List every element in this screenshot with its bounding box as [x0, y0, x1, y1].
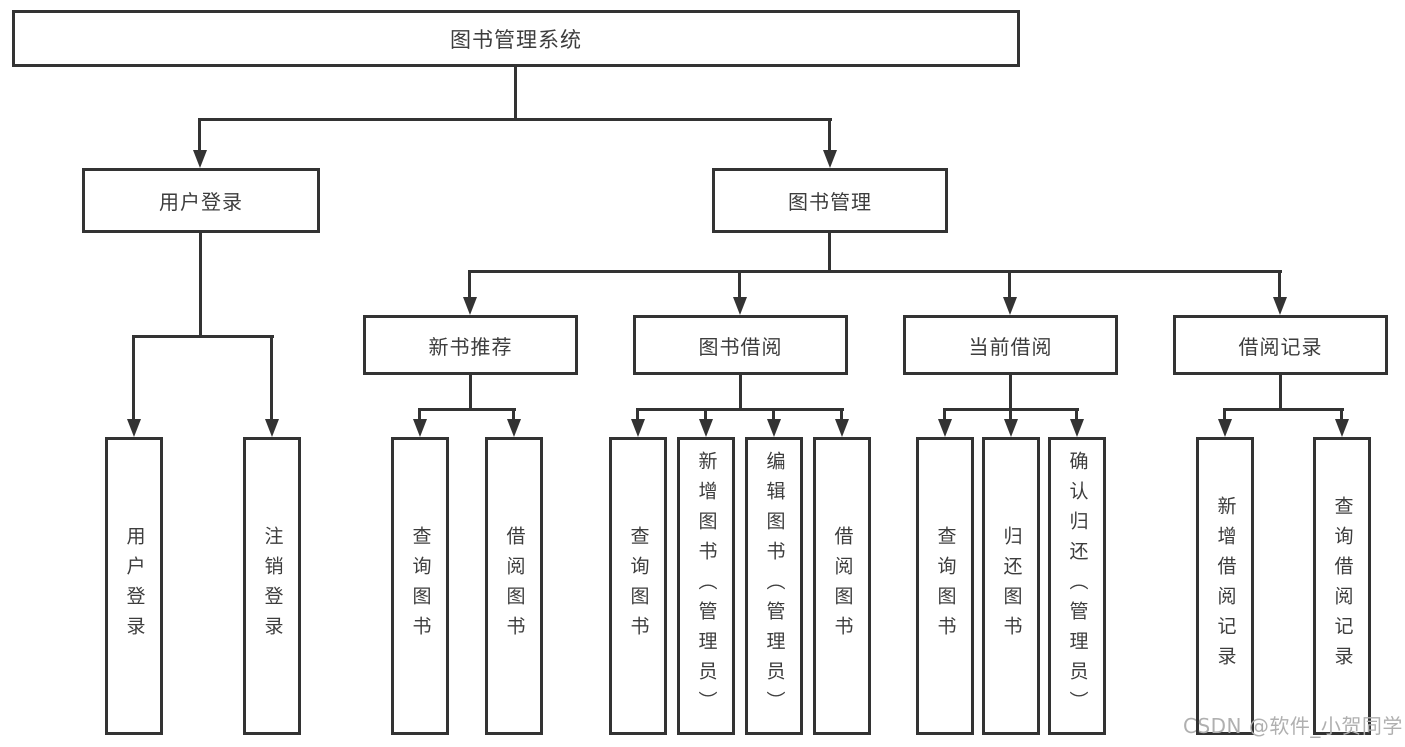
node-label: 图书管理	[788, 190, 872, 214]
connector-line	[739, 375, 742, 408]
connector-line	[1223, 408, 1344, 411]
node-label: 查询借阅记录	[1331, 496, 1354, 676]
connector-line	[828, 118, 831, 151]
connector-line	[469, 375, 472, 408]
connector-line	[828, 233, 831, 270]
connector-line	[1223, 408, 1226, 420]
node-label: 新增借阅记录	[1214, 496, 1237, 676]
connector-line	[943, 408, 946, 420]
connector-line	[1009, 375, 1012, 408]
connector-line	[132, 335, 135, 419]
connector-line	[1009, 408, 1012, 420]
leaf-borrow-books-recommend: 借阅图书	[485, 437, 543, 735]
leaf-query-borrow-record: 查询借阅记录	[1313, 437, 1371, 735]
connector-line	[1075, 408, 1078, 420]
node-label: 查询图书	[934, 526, 957, 646]
connector-line	[199, 233, 202, 335]
arrowhead-icon	[631, 419, 645, 437]
arrowhead-icon	[193, 150, 207, 168]
arrowhead-icon	[767, 419, 781, 437]
arrowhead-icon	[1273, 297, 1287, 315]
arrowhead-icon	[938, 419, 952, 437]
node-label: 用户登录	[123, 526, 146, 646]
connector-line	[468, 270, 471, 297]
connector-line	[636, 408, 639, 420]
arrowhead-icon	[1070, 419, 1084, 437]
connector-line	[636, 408, 844, 411]
arrowhead-icon	[699, 419, 713, 437]
node-label: 归还图书	[1000, 526, 1023, 646]
node-book-management: 图书管理	[712, 168, 948, 233]
node-label: 借阅图书	[503, 526, 526, 646]
leaf-query-books-borrowing: 查询图书	[609, 437, 667, 735]
leaf-return-books: 归还图书	[982, 437, 1040, 735]
arrowhead-icon	[413, 419, 427, 437]
arrowhead-icon	[733, 297, 747, 315]
connector-line	[512, 408, 515, 420]
arrowhead-icon	[265, 419, 279, 437]
connector-line	[1008, 270, 1011, 297]
node-library-management-system: 图书管理系统	[12, 10, 1020, 67]
arrowhead-icon	[1218, 419, 1232, 437]
arrowhead-icon	[823, 150, 837, 168]
connector-line	[1279, 375, 1282, 408]
connector-line	[198, 118, 832, 121]
node-new-book-recommend: 新书推荐	[363, 315, 578, 375]
connector-line	[270, 335, 273, 419]
connector-line	[468, 270, 1282, 273]
node-label: 用户登录	[159, 190, 243, 214]
connector-line	[772, 408, 775, 420]
connector-line	[738, 270, 741, 297]
leaf-add-borrow-record: 新增借阅记录	[1196, 437, 1254, 735]
node-borrowing-records: 借阅记录	[1173, 315, 1388, 375]
leaf-confirm-return-admin: 确认归还（管理员）	[1048, 437, 1106, 735]
arrowhead-icon	[127, 419, 141, 437]
arrowhead-icon	[1335, 419, 1349, 437]
node-label: 注销登录	[261, 526, 284, 646]
node-label: 图书管理系统	[450, 27, 582, 52]
arrowhead-icon	[1004, 419, 1018, 437]
node-book-borrowing: 图书借阅	[633, 315, 848, 375]
arrowhead-icon	[835, 419, 849, 437]
node-user-login: 用户登录	[82, 168, 320, 233]
leaf-borrow-books: 借阅图书	[813, 437, 871, 735]
leaf-user-login: 用户登录	[105, 437, 163, 735]
leaf-query-books-current: 查询图书	[916, 437, 974, 735]
arrowhead-icon	[507, 419, 521, 437]
leaf-edit-books-admin: 编辑图书（管理员）	[745, 437, 803, 735]
node-label: 图书借阅	[698, 334, 783, 359]
node-current-borrowing: 当前借阅	[903, 315, 1118, 375]
leaf-query-books-recommend: 查询图书	[391, 437, 449, 735]
connector-line	[198, 118, 201, 151]
connector-line	[132, 335, 274, 338]
node-label: 当前借阅	[968, 334, 1053, 359]
connector-line	[704, 408, 707, 420]
connector-line	[418, 408, 516, 411]
node-label: 查询图书	[409, 526, 432, 646]
node-label: 查询图书	[627, 526, 650, 646]
watermark: CSDN @软件_小贺同学	[1183, 714, 1403, 738]
connector-line	[1278, 270, 1281, 297]
node-label: 新书推荐	[428, 334, 513, 359]
arrowhead-icon	[1003, 297, 1017, 315]
node-label: 编辑图书（管理员）	[763, 451, 786, 721]
arrowhead-icon	[463, 297, 477, 315]
connector-line	[1340, 408, 1343, 420]
leaf-add-books-admin: 新增图书（管理员）	[677, 437, 735, 735]
leaf-logout: 注销登录	[243, 437, 301, 735]
node-label: 确认归还（管理员）	[1066, 451, 1089, 721]
node-label: 借阅图书	[831, 526, 854, 646]
node-label: 借阅记录	[1238, 334, 1323, 359]
node-label: 新增图书（管理员）	[695, 451, 718, 721]
connector-line	[514, 67, 517, 118]
connector-line	[418, 408, 421, 420]
connector-line	[840, 408, 843, 420]
